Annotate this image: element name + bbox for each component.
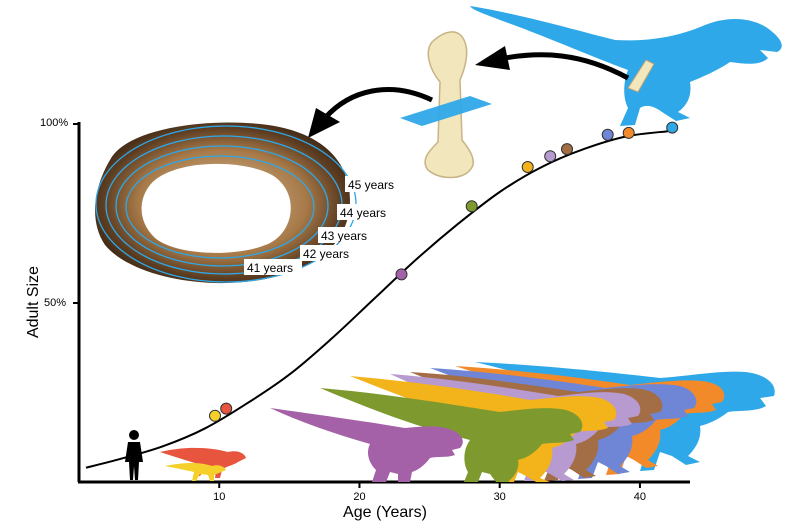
ring-label-44: 44 years [340,206,386,220]
ring-label-42: 42 years [303,247,349,261]
juvenile-trex-silhouettes [160,447,246,481]
trex-adult-silhouette [470,6,782,126]
x-tick-label-10: 10 [213,491,225,503]
data-point-4 [521,161,534,173]
femur-bone-illustration [400,31,492,179]
data-points [209,121,679,422]
data-point-8 [622,126,635,139]
y-tick-label-100: 100% [40,117,68,129]
bone-cross-section [95,122,357,284]
ring-label-45: 45 years [348,178,394,192]
adult-trex-silhouettes [270,362,775,482]
y-tick-label-50: 50% [44,297,66,309]
data-point-9 [666,121,679,134]
growth-curve [85,130,669,469]
x-tick-label-30: 30 [494,491,506,503]
arrow-trex-to-bone [475,46,630,81]
data-point-0 [209,409,221,422]
human-silhouette [125,430,143,480]
y-axis-title: Adult Size [25,266,42,338]
x-axis-title: Age (Years) [343,504,427,521]
data-point-2 [395,268,408,281]
data-point-5 [544,150,557,163]
ring-label-43: 43 years [321,229,367,243]
arrow-bone-to-section [308,87,434,138]
data-point-3 [465,200,478,213]
ring-label-41: 41 years [247,261,293,275]
axis-ticks: 10 20 30 40 [73,123,646,503]
x-tick-label-40: 40 [634,491,646,503]
cross-section-plane [400,96,492,126]
data-point-7 [601,128,614,141]
ring-labels: 45 years 44 years 43 years 42 years 41 y… [244,176,403,275]
x-tick-label-20: 20 [353,491,365,503]
data-point-6 [561,143,573,156]
data-point-1 [220,402,233,415]
